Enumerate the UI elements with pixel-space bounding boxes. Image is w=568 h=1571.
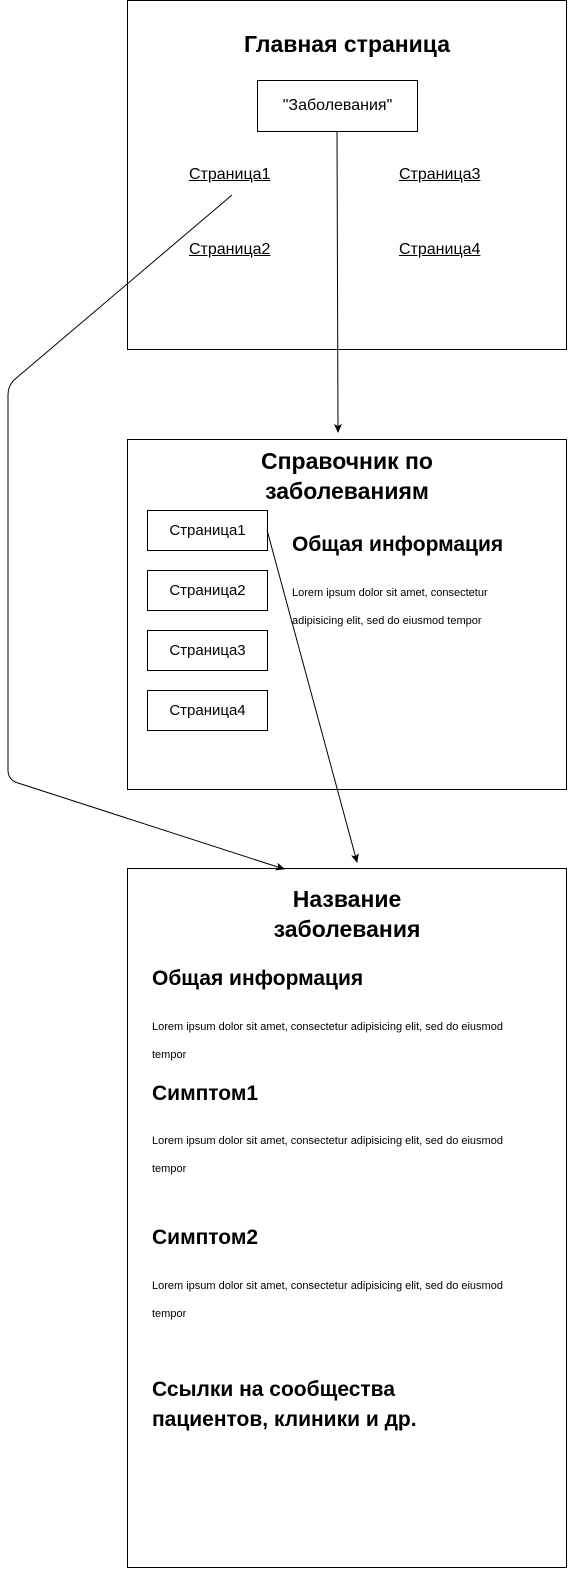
directory-title-line2: заболеваниям bbox=[265, 478, 429, 504]
disease-section-symptom2-text-line2: tempor bbox=[152, 1308, 187, 1320]
directory-button-page4[interactable]: Страница4 bbox=[147, 690, 268, 731]
home-page-title: Главная страница bbox=[243, 31, 451, 57]
disease-section-symptom1-heading: Симптом1 bbox=[152, 1082, 259, 1105]
home-link-page3[interactable]: Страница3 bbox=[399, 166, 481, 183]
disease-title-line2: заболевания bbox=[273, 916, 421, 942]
home-link-page2[interactable]: Страница2 bbox=[189, 241, 271, 258]
disease-section-general-text-line1: Lorem ipsum dolor sit amet, consectetur … bbox=[152, 1021, 503, 1033]
disease-section-general-heading: Общая информация bbox=[152, 967, 364, 990]
home-link-page1[interactable]: Страница1 bbox=[189, 166, 271, 183]
directory-info-text-line2: adipisicing elit, sed do eiusmod tempor bbox=[292, 615, 482, 627]
disease-section-symptom2-text-line1: Lorem ipsum dolor sit amet, consectetur … bbox=[152, 1280, 503, 1292]
disease-title-line1: Название bbox=[292, 886, 402, 912]
directory-button-page3[interactable]: Страница3 bbox=[147, 630, 268, 671]
directory-info-text-line1: Lorem ipsum dolor sit amet, consectetur bbox=[292, 587, 488, 599]
directory-button-page2[interactable]: Страница2 bbox=[147, 570, 268, 611]
disease-section-symptom1-text-line2: tempor bbox=[152, 1163, 187, 1175]
directory-info-heading: Общая информация bbox=[292, 533, 504, 556]
disease-section-general-text-line2: tempor bbox=[152, 1049, 187, 1061]
disease-section-symptom1-text-line1: Lorem ipsum dolor sit amet, consectetur … bbox=[152, 1135, 503, 1147]
disease-links-heading-line1: Ссылки на сообщества bbox=[152, 1378, 395, 1401]
diseases-button[interactable]: "Заболевания" bbox=[257, 80, 418, 132]
disease-section-symptom2-heading: Симптом2 bbox=[152, 1226, 259, 1249]
disease-links-heading-line2: пациентов, клиники и др. bbox=[152, 1408, 417, 1431]
directory-title-line1: Справочник по bbox=[261, 448, 433, 474]
home-link-page4[interactable]: Страница4 bbox=[399, 241, 481, 258]
directory-frame: Справочник по заболеваниям Страница1 Стр… bbox=[127, 439, 567, 790]
disease-page-frame: Название заболевания Общая информация Lo… bbox=[127, 868, 567, 1568]
home-page-frame: Главная страница "Заболевания" Страница1… bbox=[127, 0, 567, 350]
directory-button-page1[interactable]: Страница1 bbox=[147, 510, 268, 551]
